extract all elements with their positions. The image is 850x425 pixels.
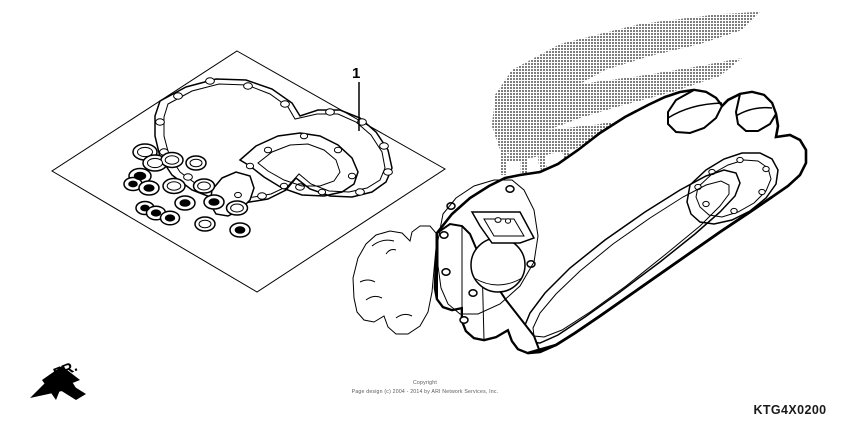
engine-cover-part	[352, 225, 437, 335]
arrow-down-left-icon	[30, 366, 86, 400]
crankcase-assembly	[352, 88, 808, 355]
oring-seal-cluster	[123, 143, 251, 238]
gasket2-bolt-holes	[245, 132, 357, 196]
callout-1: 1	[352, 65, 360, 131]
case-bolt-bosses	[439, 185, 536, 324]
copyright-line-2: Page design (c) 2004 - 2014 by ARI Netwo…	[352, 389, 499, 395]
part-number-label: KTG4X0200	[753, 403, 826, 417]
copyright-line-1: Copyright	[413, 380, 437, 386]
footer-copyright: Copyright Page design (c) 2004 - 2014 by…	[352, 380, 499, 395]
callout-1-number: 1	[352, 65, 360, 82]
gasket-kit-sheet	[51, 50, 446, 293]
orientation-indicator: FR.	[30, 358, 86, 400]
